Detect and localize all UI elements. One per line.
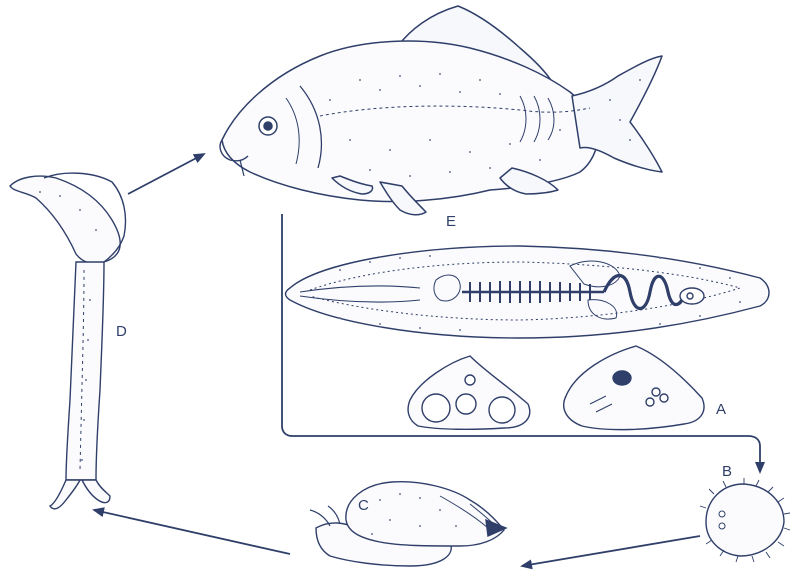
adult-fluke [286, 246, 770, 338]
label-snail: C [358, 497, 369, 514]
arrow-cercaria-to-fish [128, 154, 204, 194]
label-miracidium: B [722, 463, 732, 480]
cercaria-tail-fork [50, 480, 110, 509]
fish-host [220, 6, 662, 215]
fluke-cross-section-2 [564, 346, 704, 430]
label-cercaria: D [116, 323, 127, 340]
cercaria-tail [66, 262, 104, 480]
snail-host [310, 482, 506, 566]
arrow-miracidium-to-snail [522, 536, 700, 566]
fish-body [222, 41, 600, 202]
cercaria-body [10, 176, 120, 264]
miracidium [700, 478, 790, 562]
arrow-snail-to-cercaria [94, 510, 290, 554]
fluke-cross-section-1 [408, 356, 530, 429]
cercaria [10, 173, 126, 509]
label-fish: E [446, 213, 456, 230]
snail-shell [346, 482, 504, 546]
label-fluke: A [716, 401, 726, 418]
fluke-sucker [680, 288, 704, 304]
